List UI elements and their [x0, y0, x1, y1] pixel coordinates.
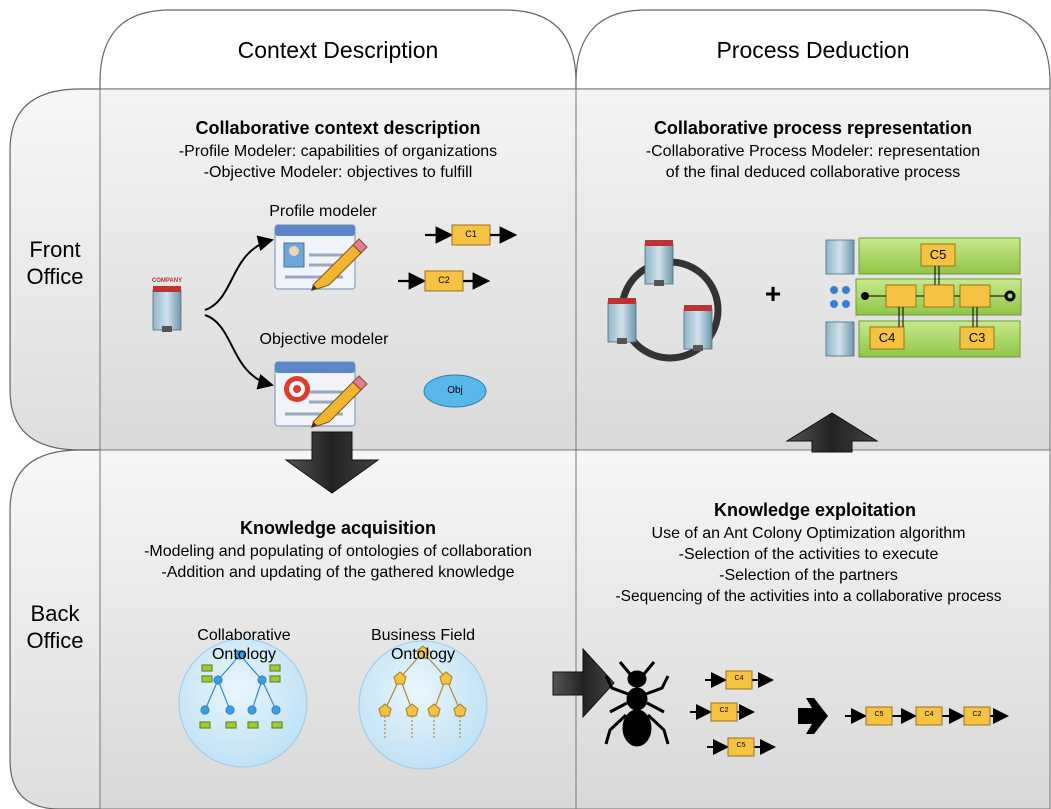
row-label-front-office: Front Office	[10, 236, 100, 290]
bf-onto-line2: Ontology	[390, 646, 456, 663]
lane-label-c4: C4	[878, 330, 896, 345]
row-label-front-line1: Front	[29, 237, 81, 262]
tr-desc-line2: of the final deduced collaborative proce…	[665, 164, 961, 181]
business-field-ontology-circle	[358, 640, 488, 770]
bf-onto-line1: Business Field	[370, 627, 476, 644]
input-label-c2: C2	[719, 707, 729, 714]
company-building-icon	[152, 285, 182, 333]
input-box-c4	[725, 670, 753, 690]
output-box-c4	[915, 706, 943, 726]
box-label-c1: C1	[465, 229, 477, 239]
company-building-icon	[683, 304, 713, 352]
lane-label-c5: C5	[929, 247, 947, 262]
tr-desc-line1: -Collaborative Process Modeler: represen…	[645, 143, 981, 160]
result-arrow-icon	[798, 698, 828, 734]
tl-desc-line1: -Profile Modeler: capabilities of organi…	[178, 143, 498, 160]
profile-modeler-icon	[273, 223, 368, 292]
input-box-c5	[727, 737, 755, 757]
lane-label-c3: C3	[968, 330, 986, 345]
collaborative-ontology-tree	[199, 650, 283, 729]
business-field-ontology-tree	[378, 645, 467, 740]
lane-box-c4	[869, 326, 905, 350]
tl-title: Collaborative context description	[195, 118, 481, 138]
company-label: COMPANY	[151, 278, 183, 284]
quadrant-bottom-right	[575, 449, 1051, 809]
quadrant-bottom-left	[99, 449, 577, 809]
input-label-c5: C5	[736, 742, 746, 749]
company-building-icon	[607, 297, 637, 345]
objective-modeler-label: Objective modeler	[259, 331, 389, 348]
output-box-c5	[865, 706, 893, 726]
br-title: Knowledge exploitation	[713, 500, 916, 520]
collab-onto-line2: Ontology	[211, 646, 277, 663]
process-lanes	[825, 237, 1022, 358]
input-sequence	[690, 672, 776, 755]
objective-modeler-icon	[273, 360, 368, 429]
header-tab-right	[575, 9, 1051, 89]
profile-modeler-label: Profile modeler	[269, 203, 377, 220]
objective-ellipse	[423, 374, 487, 408]
bl-title: Knowledge acquisition	[239, 518, 436, 538]
br-desc: Use of an Ant Colony Optimization algori…	[566, 523, 1051, 607]
br-desc-line3: -Selection of the partners	[719, 567, 898, 584]
bl-desc: -Modeling and populating of ontologies o…	[100, 541, 576, 583]
br-desc-line2: -Selection of the activities to execute	[678, 546, 939, 563]
bl-desc-line2: -Addition and updating of the gathered k…	[161, 564, 515, 581]
up-arrow	[785, 412, 879, 453]
plus-sign: +	[764, 278, 782, 309]
lane-box-c5	[920, 243, 956, 267]
input-box-c2	[710, 702, 738, 722]
box-label-c2: C2	[438, 275, 450, 285]
row-label-front-line2: Office	[26, 264, 84, 289]
br-desc-line1: Use of an Ant Colony Optimization algori…	[651, 525, 966, 542]
output-label-c5: C5	[874, 711, 884, 718]
collaborative-ontology-label: Collaborative Ontology	[180, 626, 308, 664]
row-label-back-line2: Office	[26, 628, 84, 653]
output-label-c2: C2	[972, 711, 982, 718]
column-header-context: Context Description	[237, 37, 439, 63]
row-label-back-office: Back Office	[10, 600, 100, 654]
output-box-c2	[963, 706, 991, 726]
company-building-icon	[644, 239, 674, 287]
collab-onto-line1: Collaborative	[197, 627, 291, 644]
tr-desc: -Collaborative Process Modeler: represen…	[576, 141, 1050, 183]
column-header-process: Process Deduction	[716, 37, 910, 63]
right-arrow	[552, 647, 615, 719]
tr-title: Collaborative process representation	[653, 118, 973, 138]
output-label-c4: C4	[924, 711, 934, 718]
tl-desc: -Profile Modeler: capabilities of organi…	[100, 141, 576, 183]
business-field-ontology-label: Business Field Ontology	[354, 626, 492, 664]
bl-desc-line1: -Modeling and populating of ontologies o…	[144, 543, 532, 560]
input-label-c4: C4	[734, 675, 744, 682]
header-tab-left	[99, 9, 577, 89]
fork-arrow-up	[204, 235, 274, 311]
tl-desc-line2: -Objective Modeler: objectives to fulfil…	[203, 164, 473, 181]
row-label-back-line1: Back	[30, 601, 80, 626]
br-desc-line4: -Sequencing of the activities into a col…	[615, 588, 1002, 605]
obj-label: Obj	[447, 385, 463, 396]
ant-icon	[604, 661, 670, 747]
fork-arrow-down	[204, 314, 274, 390]
down-arrow	[284, 431, 380, 494]
